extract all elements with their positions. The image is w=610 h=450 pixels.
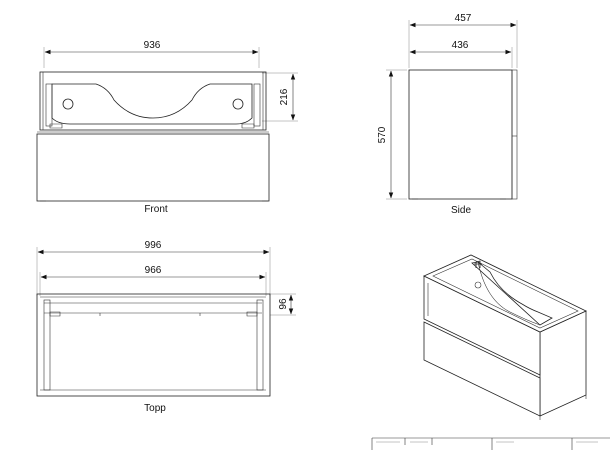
top-outer-width-dimension: 996	[145, 240, 162, 251]
front-height-dimension: 216	[279, 88, 290, 105]
title-block	[371, 437, 610, 450]
front-cabinet-upper	[39, 71, 267, 131]
top-view: 996 966 96 Topp	[36, 240, 296, 414]
top-cabinet-outline	[36, 293, 271, 397]
front-view-label: Front	[144, 204, 168, 215]
side-view-label: Side	[451, 205, 471, 216]
side-inner-width-dimension: 436	[452, 40, 469, 51]
iso-basin-cavity	[471, 261, 553, 326]
front-width-dimension: 936	[144, 40, 161, 51]
side-view: 457 436 570 Side	[377, 13, 518, 216]
top-depth-dimension: 96	[278, 298, 289, 310]
front-cabinet-drawer	[36, 133, 270, 202]
front-overflow-hole-left	[62, 98, 74, 110]
side-cabinet-outline	[408, 69, 513, 200]
front-basin-outline	[51, 83, 253, 125]
front-view: 936 216 Front	[36, 40, 298, 215]
side-height-dimension: 570	[377, 126, 388, 143]
front-overflow-hole-right	[232, 98, 244, 110]
isometric-view	[423, 254, 587, 420]
iso-faucet	[474, 260, 482, 268]
side-outer-width-dimension: 457	[455, 13, 472, 24]
top-view-label: Topp	[144, 403, 166, 414]
top-inner-width-dimension: 966	[145, 265, 162, 276]
